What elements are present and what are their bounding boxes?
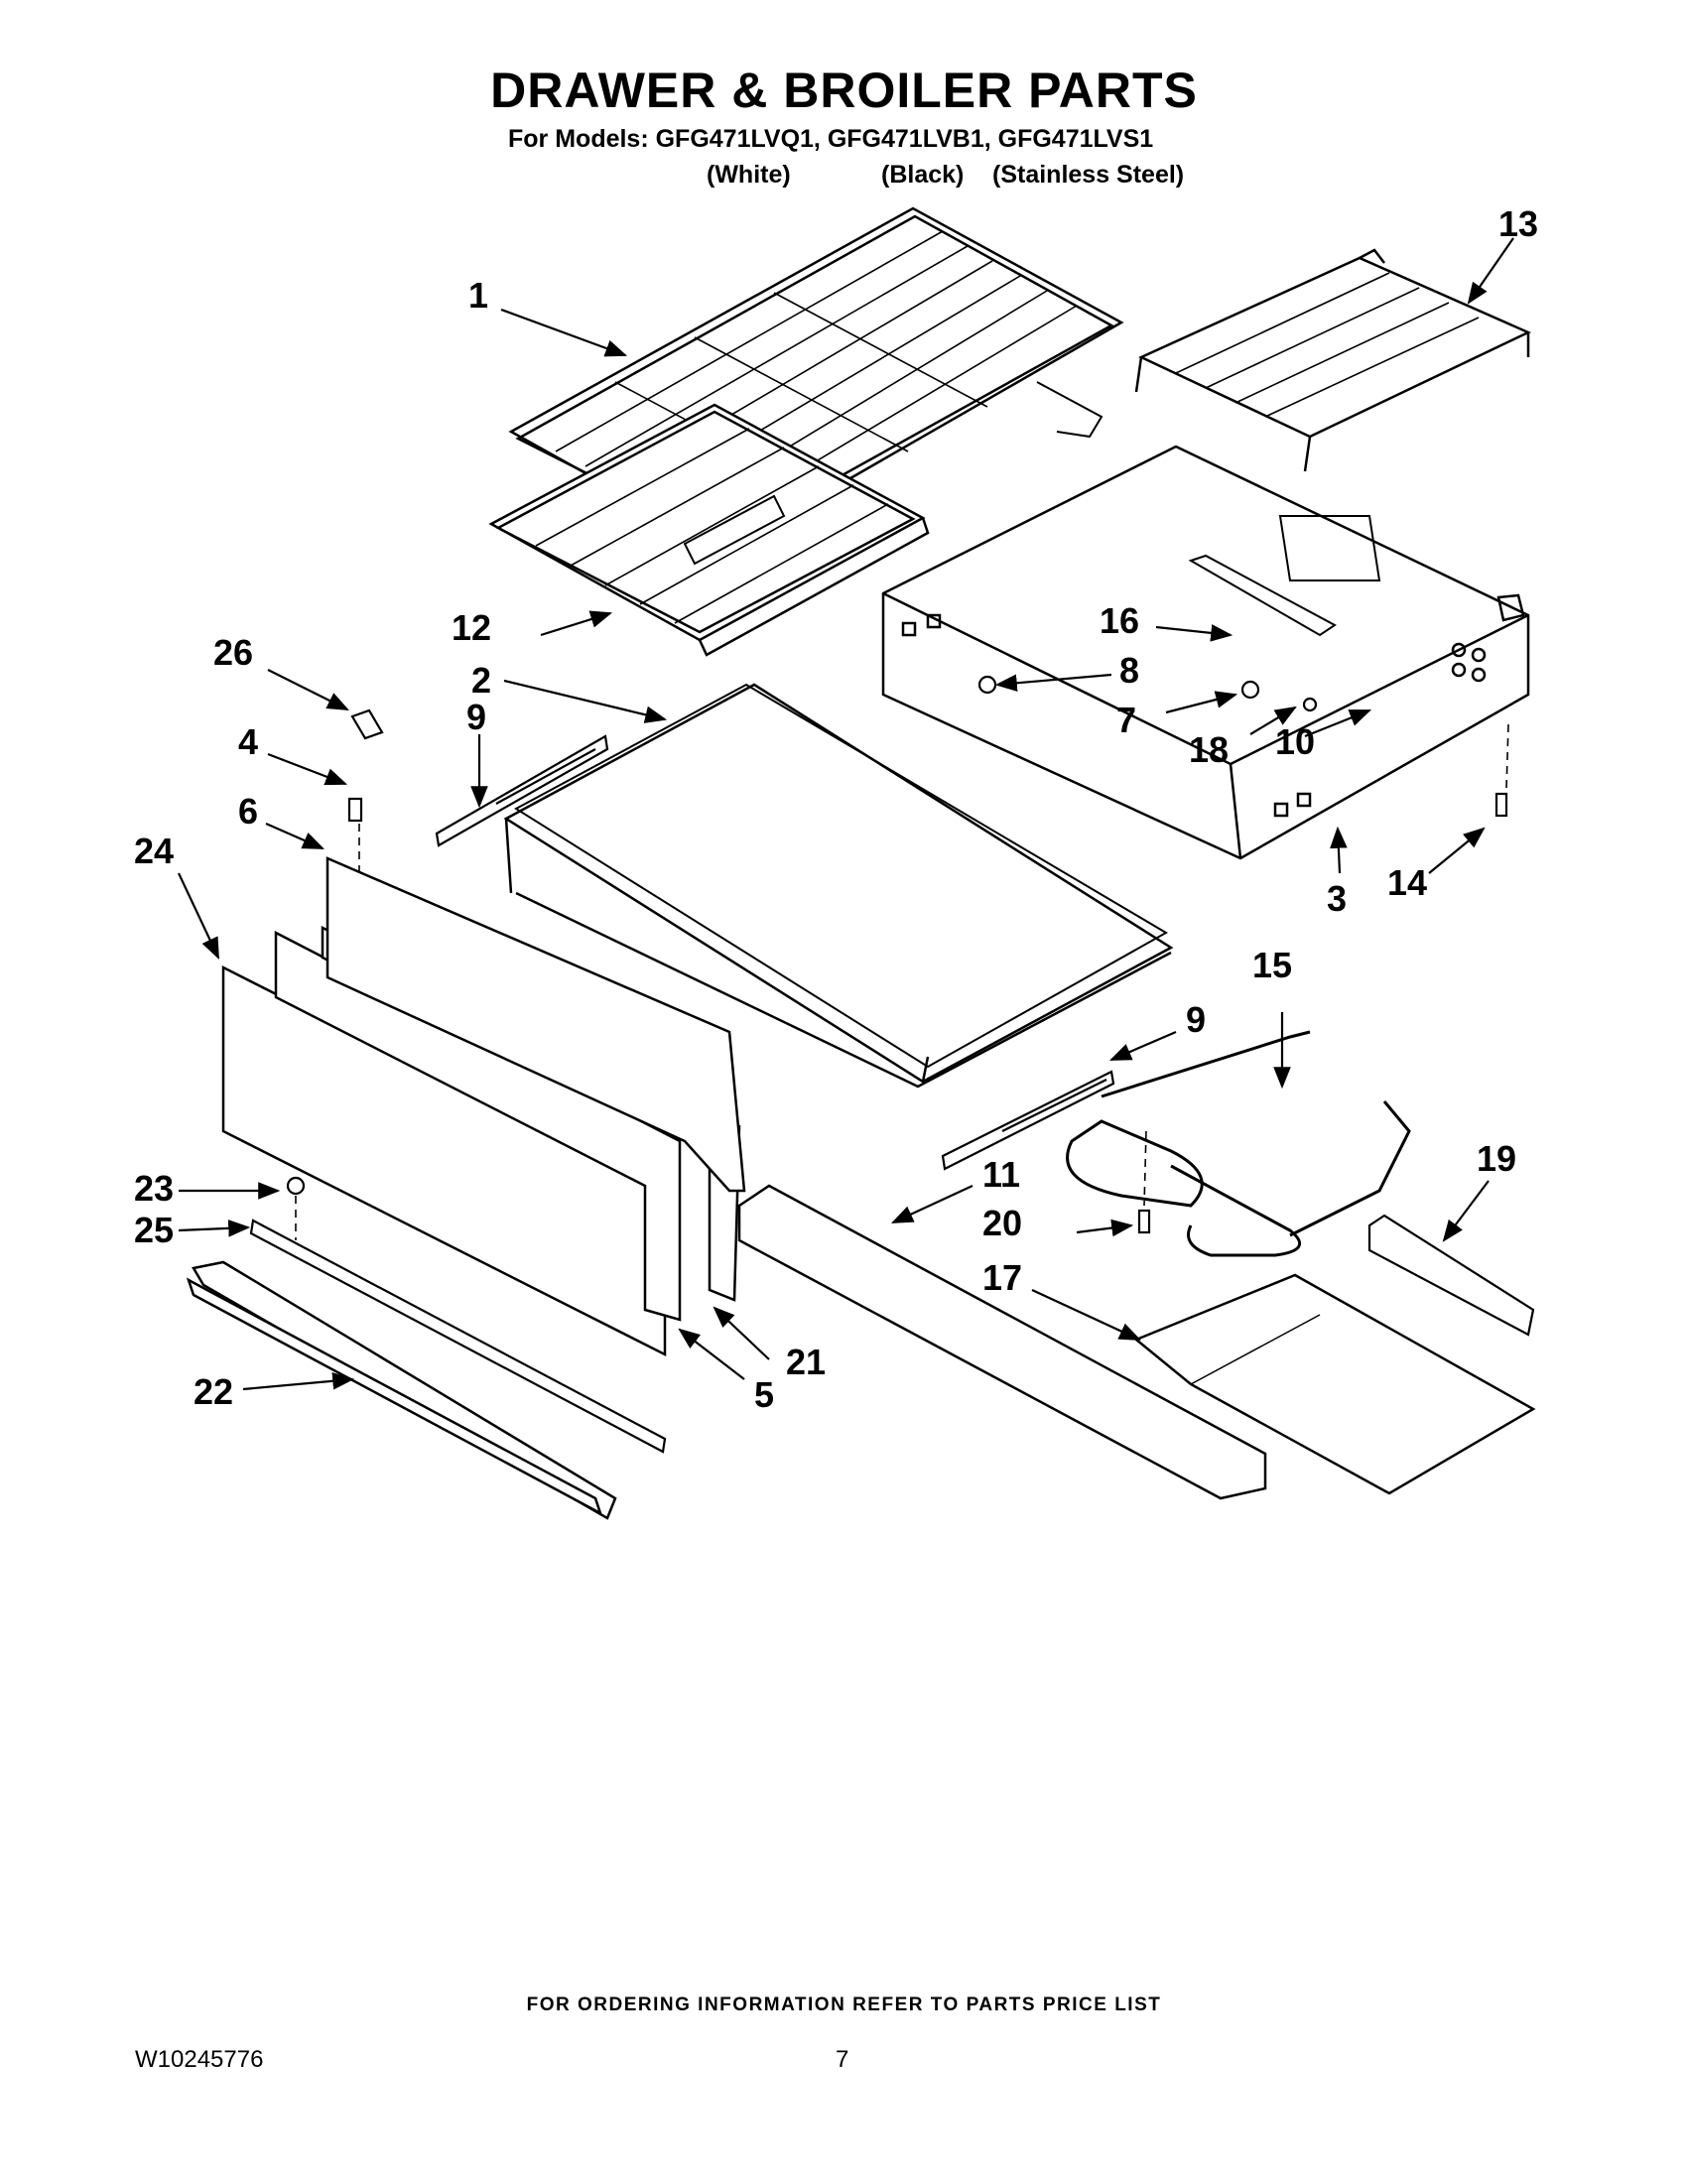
callout-6: 6 bbox=[238, 791, 258, 832]
callout-15: 15 bbox=[1252, 945, 1292, 985]
document-number: W10245776 bbox=[135, 2046, 264, 2073]
fastener-parts bbox=[286, 675, 1508, 1234]
callout-14: 14 bbox=[1387, 862, 1427, 903]
callout-24: 24 bbox=[134, 831, 174, 871]
callout-9a: 9 bbox=[466, 697, 486, 737]
drawer-inner-panel bbox=[274, 930, 682, 1322]
broiler-rack-lower bbox=[488, 403, 930, 657]
broiler-heat-deflector bbox=[1133, 1273, 1536, 1495]
broiler-bracket bbox=[1367, 1214, 1535, 1337]
callout-13: 13 bbox=[1498, 203, 1538, 244]
callout-7: 7 bbox=[1116, 700, 1136, 740]
drawer-liner bbox=[325, 856, 746, 1193]
callout-23: 23 bbox=[134, 1168, 174, 1209]
broiler-element bbox=[1066, 1030, 1411, 1257]
finish-stainless: (Stainless Steel) bbox=[992, 161, 1185, 189]
drawer-slide-right bbox=[941, 1070, 1115, 1171]
drawer-slide-left bbox=[435, 734, 609, 847]
callout-4: 4 bbox=[238, 721, 258, 762]
callout-25: 25 bbox=[134, 1210, 174, 1250]
callout-26: 26 bbox=[213, 632, 253, 673]
broiler-panel bbox=[737, 1184, 1267, 1500]
callout-5: 5 bbox=[754, 1374, 774, 1415]
callout-20: 20 bbox=[982, 1203, 1022, 1243]
callout-17: 17 bbox=[982, 1257, 1022, 1298]
callout-labels: 1 2 3 4 5 6 7 8 9 9 10 11 12 13 14 15 16… bbox=[134, 203, 1538, 1415]
callout-22: 22 bbox=[194, 1371, 233, 1412]
callout-8: 8 bbox=[1119, 650, 1139, 691]
side-rack bbox=[1134, 248, 1531, 472]
models-line: For Models: GFG471LVQ1, GFG471LVB1, GFG4… bbox=[508, 125, 1154, 153]
callout-12: 12 bbox=[452, 607, 491, 648]
finish-black: (Black) bbox=[881, 161, 965, 189]
drawer-trim-strip bbox=[186, 1260, 617, 1520]
callout-3: 3 bbox=[1327, 878, 1347, 919]
drawer-handle-bracket bbox=[249, 1219, 667, 1454]
page-title: DRAWER & BROILER PARTS bbox=[490, 63, 1198, 118]
drawer-body bbox=[503, 683, 1174, 1089]
dashed-guides bbox=[295, 723, 1509, 1240]
callout-16: 16 bbox=[1100, 600, 1139, 641]
finish-white: (White) bbox=[707, 161, 791, 189]
page-number: 7 bbox=[836, 2046, 849, 2073]
callout-18: 18 bbox=[1189, 729, 1229, 770]
callout-11: 11 bbox=[982, 1154, 1020, 1195]
leader-arrows bbox=[178, 237, 1514, 1391]
callout-9b: 9 bbox=[1186, 999, 1206, 1040]
callout-19: 19 bbox=[1477, 1138, 1516, 1179]
callout-1: 1 bbox=[468, 275, 488, 316]
broiler-box bbox=[881, 445, 1530, 860]
callout-2: 2 bbox=[471, 660, 491, 701]
callout-21: 21 bbox=[786, 1342, 826, 1382]
callout-10: 10 bbox=[1275, 721, 1315, 762]
ordering-note: FOR ORDERING INFORMATION REFER TO PARTS … bbox=[526, 1994, 1162, 2015]
